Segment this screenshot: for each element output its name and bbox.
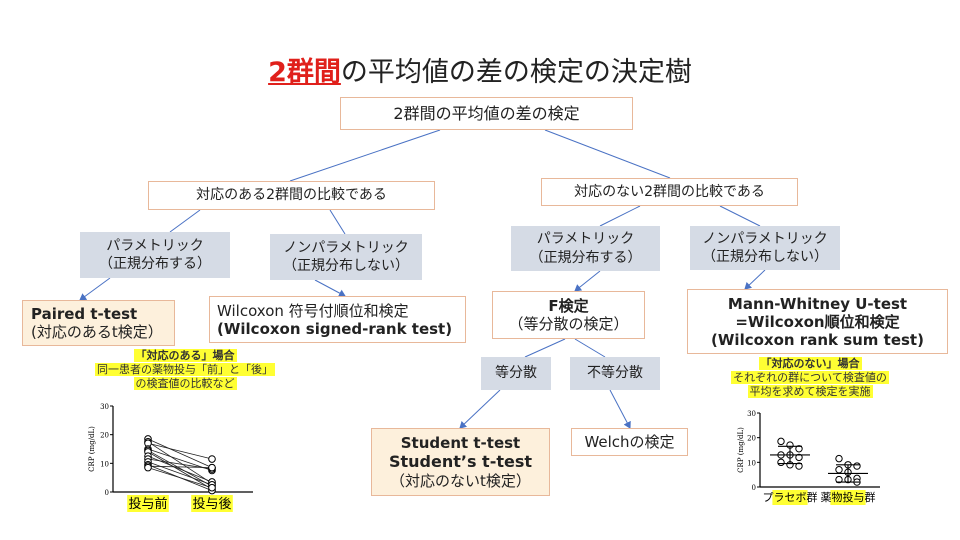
label: パラメトリック — [536, 231, 635, 248]
y-tick-label: 20 — [100, 432, 109, 440]
data-point — [144, 463, 152, 472]
paired-t-test-node: Paired t-test(対応のあるt検定） — [22, 300, 175, 346]
caption-line: 「対応のある」場合 — [133, 349, 237, 362]
paired-caption: 「対応のある」場合 同一患者の薬物投与「前」と「後」 の検査値の比較など — [85, 349, 285, 390]
y-axis-label: CRP (mg/dL) — [88, 426, 96, 472]
paired-heading: 対応のある2群間の比較である — [196, 187, 387, 204]
y-tick-label: 30 — [100, 403, 109, 411]
unpaired-chart: 0 10 20 30CRP (mg/dL) プラセボ群薬物投与群 — [737, 410, 880, 505]
label: =Wilcoxon順位和検定 — [735, 312, 900, 331]
caption-line: 同一患者の薬物投与「前」と「後」 — [95, 362, 275, 376]
pair-line — [147, 465, 213, 469]
label: （正規分布しない） — [702, 249, 828, 265]
unpaired-node: 対応のない2群間の比較である — [541, 178, 798, 206]
data-point — [835, 466, 843, 474]
data-point — [208, 483, 216, 492]
root-node: 2群間の平均値の差の検定 — [340, 97, 633, 130]
y-tick-label: 0 — [105, 489, 109, 497]
page-title: 2群間の平均値の差の検定の決定樹 — [0, 50, 960, 89]
data-point — [777, 437, 785, 446]
label: 等分散 — [495, 365, 537, 382]
pair-line — [147, 438, 213, 468]
f-test-node: F検定（等分散の検定） — [492, 291, 645, 339]
label: (Wilcoxon rank sum test) — [711, 330, 924, 349]
unpaired-caption: 「対応のない」場合 それぞれの群について検査値の 平均を求めて検定を実施 — [730, 357, 890, 398]
wilcoxon-signed-rank-node: Wilcoxon 符号付順位和検定(Wilcoxon signed-rank t… — [209, 296, 466, 343]
unpaired-heading: 対応のない2群間の比較である — [574, 183, 765, 200]
y-tick-label: 10 — [100, 460, 109, 468]
label: Paired t-test — [31, 305, 138, 323]
welch-test-node: Welchの検定 — [571, 428, 688, 456]
data-point — [835, 475, 843, 484]
category-highlight — [772, 490, 808, 505]
label: （正規分布しない） — [283, 258, 409, 274]
category-highlight — [191, 495, 233, 512]
label: ノンパラメトリック — [283, 239, 409, 256]
title-highlight: 2群間 — [268, 57, 341, 88]
left-nonparametric-node: ノンパラメトリック （正規分布しない） — [270, 234, 422, 280]
pair-line — [147, 441, 213, 484]
data-point — [777, 458, 785, 467]
pair-line — [147, 450, 213, 487]
label: Welchの検定 — [584, 433, 675, 451]
data-point — [208, 463, 216, 472]
label: 不等分散 — [587, 365, 643, 382]
x-tick-label: 薬物投与群 — [821, 490, 876, 504]
data-point — [208, 455, 216, 463]
root-label: 2群間の平均値の差の検定 — [393, 103, 580, 123]
label: （正規分布する） — [99, 256, 211, 272]
label: （正規分布する） — [529, 249, 642, 266]
y-tick-label: 30 — [747, 410, 756, 418]
y-axis-label: CRP (mg/dL) — [737, 427, 745, 473]
category-highlight — [127, 495, 169, 512]
pair-line — [147, 448, 213, 471]
label: (対応のあるt検定） — [31, 323, 163, 341]
data-point — [853, 462, 861, 470]
label: （等分散の検定） — [508, 315, 629, 333]
label: ノンパラメトリック — [702, 230, 828, 247]
y-tick-label: 0 — [752, 484, 756, 492]
pair-line — [147, 442, 213, 460]
equal-variance-node: 等分散 — [481, 357, 551, 390]
label: （対応のないt検定） — [390, 471, 531, 490]
category-highlight — [830, 490, 866, 505]
label: (Wilcoxon signed-rank test) — [217, 319, 453, 338]
x-tick-label: 投与後 — [192, 496, 231, 512]
title-rest: の平均値の差の検定の決定樹 — [340, 57, 692, 88]
right-parametric-node: パラメトリック（正規分布する） — [511, 226, 660, 271]
data-point — [795, 462, 803, 470]
pair-line — [147, 467, 213, 489]
pair-line — [147, 451, 213, 490]
label: Student’s t-test — [388, 452, 533, 472]
pair-line — [147, 461, 213, 486]
right-nonparametric-node: ノンパラメトリック （正規分布しない） — [690, 226, 840, 270]
x-tick-label: 投与前 — [128, 496, 167, 512]
label: Student t-test — [400, 434, 521, 453]
unequal-variance-node: 不等分散 — [570, 357, 660, 390]
label: パラメトリック — [106, 237, 204, 254]
y-tick-label: 20 — [747, 435, 756, 443]
x-tick-label: プラセボ群 — [763, 490, 818, 504]
caption-line: それぞれの群について検査値の — [731, 370, 889, 384]
left-parametric-node: パラメトリック （正規分布する） — [80, 232, 230, 278]
caption-line: の検査値の比較など — [133, 376, 237, 390]
data-point — [835, 454, 843, 463]
label: Wilcoxon 符号付順位和検定 — [217, 301, 409, 320]
y-tick-label: 10 — [747, 459, 756, 467]
label: Mann-Whitney U-test — [727, 294, 908, 313]
data-point — [795, 453, 803, 462]
label: F検定 — [548, 297, 589, 315]
paired-node: 対応のある2群間の比較である — [148, 181, 435, 210]
caption-line: 「対応のない」場合 — [758, 357, 862, 370]
mann-whitney-node: Mann-Whitney U-test=Wilcoxon順位和検定(Wilcox… — [687, 289, 948, 354]
data-point — [795, 445, 803, 453]
caption-line: 平均を求めて検定を実施 — [747, 384, 873, 398]
